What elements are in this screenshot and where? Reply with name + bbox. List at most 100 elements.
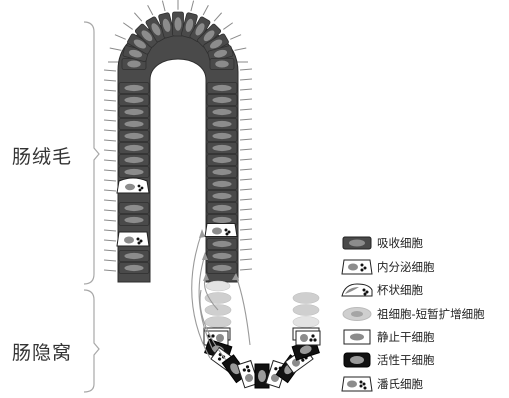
progenitor-cell-icon — [340, 305, 374, 323]
microvillus — [240, 89, 252, 90]
absorptive-cell — [119, 263, 149, 274]
crypt-bracket — [84, 290, 99, 392]
microvillus — [240, 129, 252, 130]
legend-label: 吸收细胞 — [377, 235, 423, 251]
microvillus — [240, 69, 252, 70]
legend-label: 静止干细胞 — [377, 329, 435, 345]
microvillus — [104, 80, 116, 81]
microvillus — [223, 23, 232, 30]
microvillus — [115, 35, 126, 40]
microvillus — [240, 259, 252, 260]
microvillus — [240, 79, 252, 80]
microvillus — [240, 189, 252, 190]
microvillus — [240, 179, 252, 180]
microvillus — [240, 249, 252, 250]
goblet-cell-icon — [340, 281, 374, 299]
microvillus — [104, 110, 116, 111]
absorptive-cell — [119, 119, 149, 130]
microvillus — [104, 120, 116, 121]
legend-item: 潘氏细胞 — [340, 373, 423, 395]
absorptive-cell — [119, 215, 149, 226]
absorptive-cell — [207, 167, 237, 178]
absorptive-cell — [207, 131, 237, 142]
microvillus — [240, 159, 252, 160]
absorptive-cell — [207, 155, 237, 166]
absorptive-cell — [119, 167, 149, 178]
absorptive-cell — [119, 131, 149, 142]
microvillus — [104, 170, 116, 171]
legend-label: 内分泌细胞 — [377, 259, 435, 275]
absorptive-cell — [207, 263, 237, 274]
microvillus — [240, 269, 252, 270]
absorptive-cell — [119, 83, 149, 94]
microvillus — [104, 210, 116, 211]
enteroendocrine-cell — [205, 224, 237, 237]
microvillus — [240, 169, 252, 170]
legend-label: 潘氏细胞 — [377, 376, 423, 392]
enteroendocrine-cell — [117, 232, 149, 246]
microvillus — [104, 250, 116, 251]
crypt-epithelium — [204, 281, 320, 388]
microvillus — [162, 1, 165, 12]
absorptive-cell — [207, 83, 237, 94]
active-stem-cell — [255, 364, 269, 388]
microvillus — [104, 140, 116, 141]
microvillus — [240, 119, 252, 120]
microvillus — [240, 229, 252, 230]
progenitor-cell — [293, 317, 319, 328]
absorptive-cell — [119, 251, 149, 262]
legend-item: 活性干细胞 — [340, 349, 435, 371]
paneth-cell — [296, 331, 320, 345]
microvillus — [123, 23, 132, 30]
microvillus — [240, 209, 252, 210]
progenitor-cell — [205, 317, 231, 328]
microvillus — [240, 199, 252, 200]
absorptive-cell — [119, 203, 149, 214]
microvillus — [240, 219, 252, 220]
microvillus — [104, 240, 116, 241]
legend-item: 祖细胞-短暂扩增细胞 — [340, 303, 485, 325]
microvillus — [214, 13, 221, 21]
microvillus — [104, 220, 116, 221]
absorptive-cell — [207, 179, 237, 190]
absorptive-cell — [207, 119, 237, 130]
microvillus — [240, 109, 252, 110]
microvillus — [104, 150, 116, 151]
absorptive-cell — [207, 251, 237, 262]
paneth-cell-icon — [340, 375, 374, 393]
legend-item: 吸收细胞 — [340, 232, 423, 254]
microvillus — [235, 48, 247, 50]
absorptive-cell — [210, 59, 234, 70]
legend-item: 内分泌细胞 — [340, 256, 435, 278]
microvillus — [240, 239, 252, 240]
legend-label: 祖细胞-短暂扩增细胞 — [377, 306, 485, 322]
quiescent-stem-cell-icon — [340, 328, 374, 346]
absorptive-cell — [119, 155, 149, 166]
microvillus — [104, 160, 116, 161]
villus-epithelium — [117, 12, 238, 282]
microvillus — [203, 5, 208, 15]
absorptive-cell — [119, 95, 149, 106]
microvillus — [104, 70, 116, 71]
active-stem-cell-icon — [340, 351, 374, 369]
legend-item: 静止干细胞 — [340, 326, 435, 348]
microvillus — [104, 180, 116, 181]
microvillus — [148, 5, 153, 15]
microvillus — [104, 270, 116, 271]
absorptive-cell-icon — [340, 234, 374, 252]
microvillus — [104, 130, 116, 131]
goblet-cell — [117, 178, 149, 193]
absorptive-cell — [207, 203, 237, 214]
absorptive-cell — [207, 95, 237, 106]
villus-label: 肠绒毛 — [12, 142, 72, 169]
legend-item: 杯状细胞 — [340, 279, 423, 301]
microvillus — [230, 35, 241, 40]
microvillus — [104, 230, 116, 231]
legend-label: 活性干细胞 — [377, 352, 435, 368]
enteroendocrine-cell-icon — [340, 258, 374, 276]
microvillus — [104, 260, 116, 261]
progenitor-cell — [293, 305, 319, 316]
progenitor-cell — [206, 281, 230, 291]
absorptive-cell — [119, 143, 149, 154]
